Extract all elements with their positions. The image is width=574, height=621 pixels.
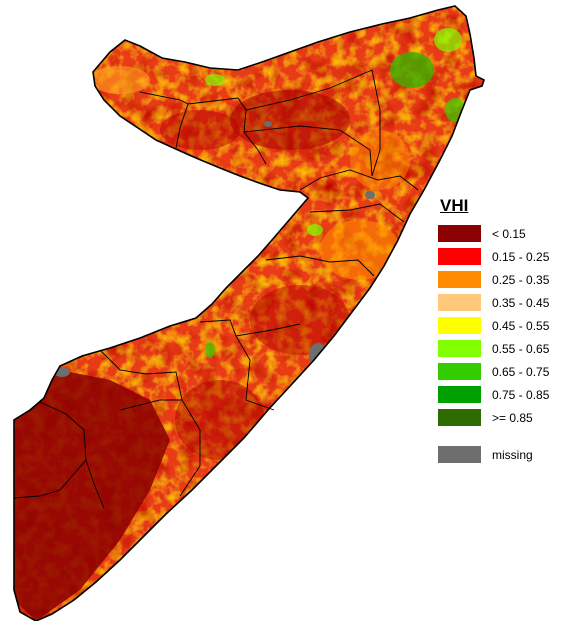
legend-swatch [438,225,481,242]
legend-row: 0.75 - 0.85 [438,383,568,406]
legend-label: 0.45 - 0.55 [492,318,550,333]
legend-row: 0.55 - 0.65 [438,337,568,360]
legend-swatch [438,294,481,311]
legend-row: 0.45 - 0.55 [438,314,568,337]
legend-label: 0.55 - 0.65 [492,341,550,356]
legend-swatch [438,317,481,334]
legend-swatch [438,409,481,426]
legend-title: VHI [440,196,469,215]
legend-swatch-missing [438,446,481,463]
vhi-legend: VHI < 0.15 0.15 - 0.25 0.25 - 0.35 0.35 - 0… [438,196,568,466]
legend-swatch [438,271,481,288]
region-boundaries [13,69,419,509]
legend-classes: < 0.15 0.15 - 0.25 0.25 - 0.35 0.35 - 0.45 0… [438,222,568,429]
legend-row: 0.35 - 0.45 [438,291,568,314]
legend-swatch [438,340,481,357]
legend-label-missing: missing [492,447,533,462]
legend-row: 0.15 - 0.25 [438,245,568,268]
legend-row: 0.65 - 0.75 [438,360,568,383]
legend-label: 0.65 - 0.75 [492,364,550,379]
legend-label: < 0.15 [492,226,526,241]
legend-label: >= 0.85 [492,410,533,425]
legend-swatch [438,386,481,403]
legend-label: 0.75 - 0.85 [492,387,550,402]
legend-row: >= 0.85 [438,406,568,429]
legend-row-missing: missing [438,443,568,466]
legend-label: 0.15 - 0.25 [492,249,550,264]
legend-row: < 0.15 [438,222,568,245]
legend-label: 0.25 - 0.35 [492,272,550,287]
legend-swatch [438,248,481,265]
legend-row: 0.25 - 0.35 [438,268,568,291]
legend-swatch [438,363,481,380]
legend-label: 0.35 - 0.45 [492,295,550,310]
